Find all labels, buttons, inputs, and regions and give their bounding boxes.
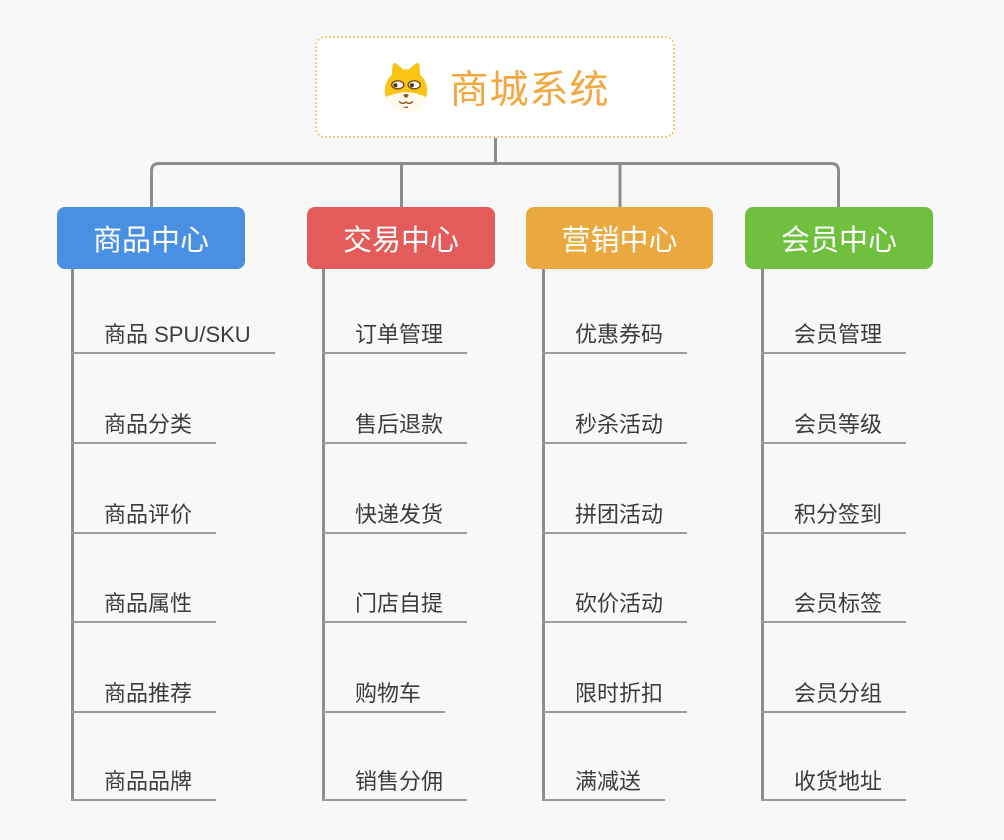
branch-label: 会员中心	[780, 225, 897, 257]
children-group-trade-center: 订单管理 售后退款 快递发货 门店自提 购物车 销售分佣	[322, 269, 582, 809]
leaf-node[interactable]: 限时折扣	[542, 677, 688, 713]
leaf-node[interactable]: 满减送	[542, 765, 666, 801]
children-group-marketing-center: 优惠券码 秒杀活动 拼团活动 砍价活动 限时折扣 满减送	[542, 269, 802, 809]
branch-node-member-center[interactable]: 会员中心	[745, 207, 933, 269]
leaf-node[interactable]: 会员标签	[761, 587, 907, 623]
shiba-dog-icon	[385, 62, 428, 112]
leaf-node[interactable]: 积分签到	[761, 498, 907, 534]
leaf-node[interactable]: 快递发货	[322, 498, 468, 534]
root-node-label: 商城系统	[449, 69, 610, 112]
leaf-node[interactable]: 会员管理	[761, 318, 907, 354]
leaf-node[interactable]: 商品评价	[71, 498, 217, 534]
children-group-member-center: 会员管理 会员等级 积分签到 会员标签 会员分组 收货地址	[761, 269, 1004, 809]
branch-label: 营销中心	[561, 225, 678, 257]
leaf-node[interactable]: 订单管理	[322, 318, 468, 354]
branch-node-marketing-center[interactable]: 营销中心	[526, 207, 713, 269]
leaf-node[interactable]: 购物车	[322, 677, 446, 713]
leaf-node[interactable]: 商品属性	[71, 587, 217, 623]
leaf-node[interactable]: 商品推荐	[71, 677, 217, 713]
leaf-node[interactable]: 砍价活动	[542, 587, 688, 623]
leaf-node[interactable]: 收货地址	[761, 765, 907, 801]
leaf-node[interactable]: 售后退款	[322, 408, 468, 444]
branch-node-product-center[interactable]: 商品中心	[57, 207, 245, 269]
root-node[interactable]: 商城系统	[315, 36, 675, 138]
leaf-node[interactable]: 会员等级	[761, 408, 907, 444]
leaf-node[interactable]: 会员分组	[761, 677, 907, 713]
branch-node-trade-center[interactable]: 交易中心	[307, 207, 495, 269]
leaf-node[interactable]: 门店自提	[322, 587, 468, 623]
children-group-product-center: 商品 SPU/SKU 商品分类 商品评价 商品属性 商品推荐 商品品牌	[71, 269, 331, 809]
leaf-node[interactable]: 商品分类	[71, 408, 217, 444]
branch-label: 交易中心	[342, 225, 459, 257]
leaf-node[interactable]: 优惠券码	[542, 318, 688, 354]
leaf-node[interactable]: 拼团活动	[542, 498, 688, 534]
branch-label: 商品中心	[92, 225, 209, 257]
leaf-node[interactable]: 商品 SPU/SKU	[71, 318, 275, 354]
leaf-node[interactable]: 商品品牌	[71, 765, 217, 801]
leaf-node[interactable]: 销售分佣	[322, 765, 468, 801]
leaf-node[interactable]: 秒杀活动	[542, 408, 688, 444]
